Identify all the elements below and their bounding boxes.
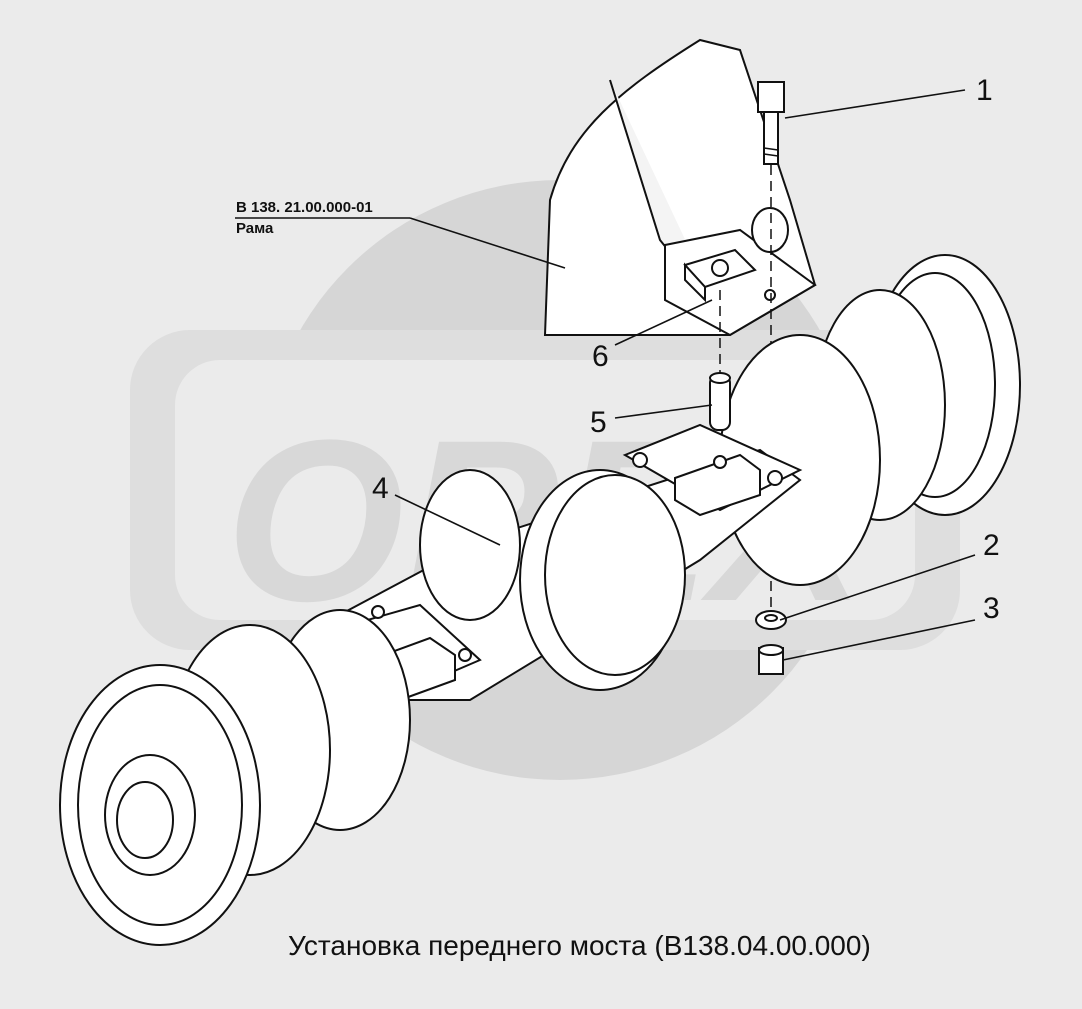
callout-5: 5: [590, 406, 607, 439]
leader-3: [782, 619, 976, 661]
leader-2: [779, 554, 976, 621]
leader-lines: [235, 89, 976, 661]
leader-4: [394, 494, 501, 546]
nut-part: [758, 644, 784, 675]
callout-4: 4: [372, 472, 389, 505]
callout-2: 2: [983, 529, 1000, 562]
frame-ref-code: В 138. 21.00.000-01: [236, 199, 373, 216]
right-spring-seat: [622, 423, 803, 517]
pin-part: [709, 372, 731, 431]
bolt-part: [757, 81, 785, 165]
callout-3: 3: [983, 592, 1000, 625]
leader-5: [614, 404, 713, 419]
pad-part: [683, 248, 757, 303]
washer-part: [755, 610, 787, 630]
frame-ref-name: Рама: [236, 220, 274, 237]
leader-1: [784, 89, 966, 119]
callout-1: 1: [976, 74, 993, 107]
left-hub: [59, 609, 411, 946]
right-hub: [719, 254, 1021, 586]
leader-6: [614, 299, 713, 346]
leader-frame: [409, 217, 566, 269]
callout-6: 6: [592, 340, 609, 373]
drawing-caption: Установка переднего моста (В138.04.00.00…: [288, 930, 871, 961]
